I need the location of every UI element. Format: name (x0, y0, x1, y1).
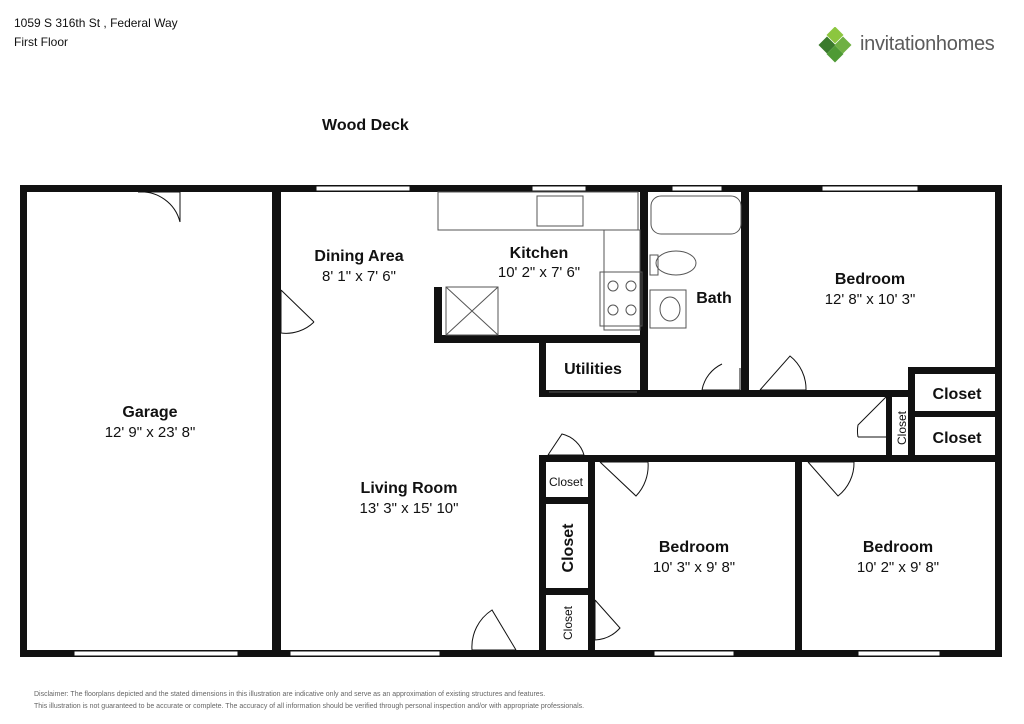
bedroom3-dim: 10' 2" x 9' 8" (857, 559, 939, 576)
brand-name: invitationhomes (860, 33, 995, 55)
closet5-name: Closet (560, 523, 577, 573)
brand-logo: invitationhomes (818, 26, 1008, 63)
closet3-name: Closet (895, 410, 909, 445)
closet6-name: Closet (561, 605, 575, 640)
kitchen-sink-icon (536, 195, 584, 227)
dining-dim: 8' 1" x 7' 6" (322, 268, 396, 285)
closet4-name: Closet (549, 475, 584, 489)
logo-diamond-icon (818, 26, 852, 63)
dining-name: Dining Area (314, 248, 403, 265)
disclaimer-line-2: This illustration is not guaranteed to b… (34, 703, 585, 710)
bedroom1-name: Bedroom (835, 271, 905, 288)
kitchen-dim: 10' 2" x 7' 6" (498, 264, 580, 281)
toilet-icon (655, 250, 697, 276)
fridge-icon (445, 286, 499, 336)
bath-sink-icon (649, 289, 687, 329)
closet2-name: Closet (933, 430, 983, 447)
utilities-name: Utilities (564, 361, 622, 378)
bedroom3-name: Bedroom (863, 539, 933, 556)
fixtures (437, 191, 742, 393)
closet1-name: Closet (933, 386, 983, 403)
garage-name: Garage (122, 404, 177, 421)
bathtub-icon (650, 195, 742, 235)
bath-name: Bath (696, 290, 732, 307)
living-name: Living Room (361, 480, 458, 497)
garage-dim: 12' 9" x 23' 8" (105, 424, 196, 441)
bedroom2-name: Bedroom (659, 539, 729, 556)
deck-label: Wood Deck (322, 117, 409, 134)
bedroom1-dim: 12' 8" x 10' 3" (825, 291, 916, 308)
floor-label: First Floor (14, 35, 68, 49)
windows (73, 185, 941, 657)
stove-icon (599, 271, 643, 327)
address-text: 1059 S 316th St , Federal Way (14, 16, 178, 30)
walls (20, 185, 1002, 657)
doors (137, 191, 995, 651)
kitchen-name: Kitchen (510, 245, 569, 262)
bedroom2-dim: 10' 3" x 9' 8" (653, 559, 735, 576)
living-dim: 13' 3" x 15' 10" (360, 500, 459, 517)
disclaimer-line-1: Disclaimer: The floorplans depicted and … (34, 691, 546, 698)
